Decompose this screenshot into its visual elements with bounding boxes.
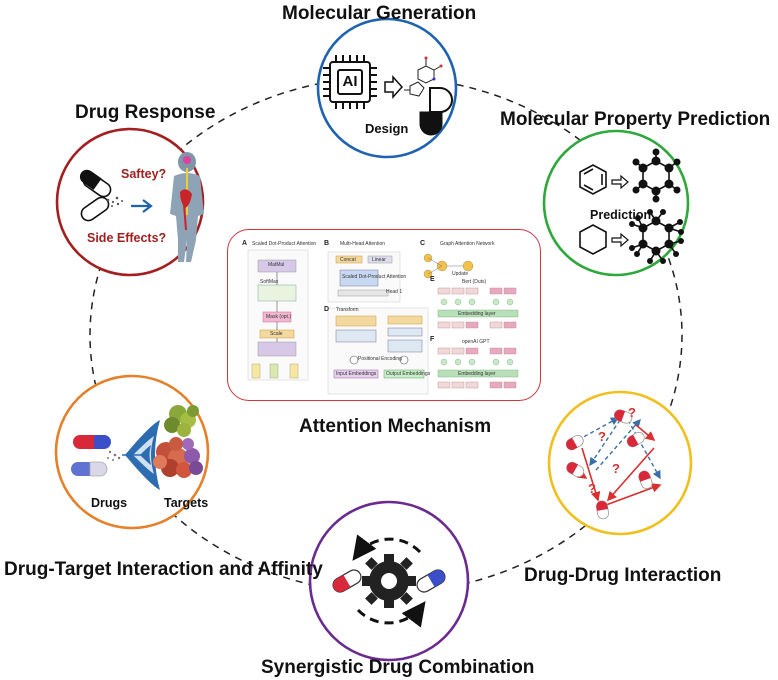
synergistic-drug-combination-label: Synergistic Drug Combination <box>261 657 535 678</box>
panel-letter-d: D <box>324 306 330 313</box>
targets-label: Targets <box>164 496 209 510</box>
linear-label: Linear <box>372 257 386 263</box>
particle-dots-icon <box>107 450 121 461</box>
update-label: Update <box>452 271 469 277</box>
softmax-label: SoftMax <box>260 279 279 285</box>
molecular-generation-label: Molecular Generation <box>282 3 477 24</box>
response-arrow-icon <box>131 199 153 213</box>
side-effects-label: Side Effects? <box>87 231 167 245</box>
scaled-dot-product-label: Scaled Dot-Product Attention <box>342 274 407 280</box>
panel-letter-c: C <box>420 240 426 247</box>
attention-panel-svg <box>247 249 519 395</box>
cycle-arrow-top-icon <box>352 534 422 561</box>
scale-label: Scale <box>270 331 283 337</box>
cycle-arrow-bottom-icon <box>356 601 426 628</box>
ai-chip-label: AI <box>342 73 358 90</box>
cyclohexane-ring-icon <box>579 224 607 255</box>
molecule-sketch-icon <box>404 56 443 97</box>
benzene-ring-icon <box>579 164 607 195</box>
panel-letter-e: E <box>430 276 435 283</box>
panel-letter-b: B <box>324 240 330 247</box>
drug-response-circle <box>55 127 205 277</box>
prediction-label: Prediction <box>590 208 652 222</box>
powder-dots-icon <box>106 196 123 207</box>
input-embeddings-label: Input Embeddings <box>336 371 377 377</box>
capsule-half-white-icon <box>429 87 453 113</box>
ddi-question-mark-3: ? <box>588 481 596 496</box>
panel-b-title: Multi-Head Attention <box>340 241 386 247</box>
red-capsule-icon <box>332 569 362 593</box>
matmul-label: MatMul <box>268 262 285 268</box>
design-label: Design <box>365 121 409 136</box>
positional-encoding-label: Positional Encoding <box>358 356 402 362</box>
protein-structure-icon <box>153 405 203 478</box>
blue-capsule-icon <box>416 569 446 593</box>
capsule-half-black-icon <box>419 111 443 136</box>
atom-dots-1-icon <box>632 148 681 203</box>
embedding-layer-label-1: Embedding layer <box>458 311 496 317</box>
concat-label: Concat <box>340 257 356 263</box>
atom-dots-2-icon <box>629 209 684 264</box>
ddi-pills-icon <box>565 409 653 520</box>
target-receptor-icon <box>122 420 160 490</box>
gpt-title: openAI GPT <box>462 339 490 345</box>
drugs-label: Drugs <box>91 496 128 510</box>
gear-icon <box>362 554 416 608</box>
attention-mechanism-panel: A Scaled Dot-Product Attention B Multi-H… <box>227 229 541 401</box>
mask-label: Mask (opt.) <box>266 314 292 320</box>
prediction-arrow-1-icon <box>611 174 629 190</box>
panel-d-title: Transform <box>336 307 359 313</box>
ai-chip-icon <box>323 55 377 109</box>
safety-label: Saftey? <box>121 167 167 181</box>
drug-target-interaction-label: Drug-Target Interaction and Affinity <box>4 559 323 580</box>
design-arrow-icon <box>384 75 404 99</box>
bert-title: Bert (Duts) <box>462 279 487 285</box>
human-body-icon <box>170 152 204 262</box>
head-label: Head 1 <box>386 289 403 295</box>
panel-a-title: Scaled Dot-Product Attention <box>252 241 317 247</box>
ddi-question-mark-2: ? <box>612 461 620 476</box>
drug-capsule-icon <box>71 435 111 477</box>
prediction-arrow-2-icon <box>611 232 629 248</box>
ddi-question-mark-4: ? <box>628 405 636 420</box>
drug-response-label: Drug Response <box>75 102 216 123</box>
panel-letter-f: F <box>430 336 435 343</box>
output-embeddings-label: Output Embeddings <box>386 371 431 377</box>
molecular-property-circle <box>542 129 690 277</box>
panel-letter-a: A <box>242 240 248 247</box>
attention-mechanism-label: Attention Mechanism <box>299 416 492 437</box>
panel-c-title: Graph Attention Network <box>440 241 495 247</box>
ddi-question-mark-1: ? <box>598 429 606 444</box>
drug-drug-interaction-label: Drug-Drug Interaction <box>524 565 722 586</box>
embedding-layer-label-2: Embedding layer <box>458 371 496 377</box>
drug-drug-circle <box>547 390 693 536</box>
molecular-property-prediction-label: Molecular Property Prediction <box>500 109 771 130</box>
ddi-network-arrows <box>573 417 662 506</box>
